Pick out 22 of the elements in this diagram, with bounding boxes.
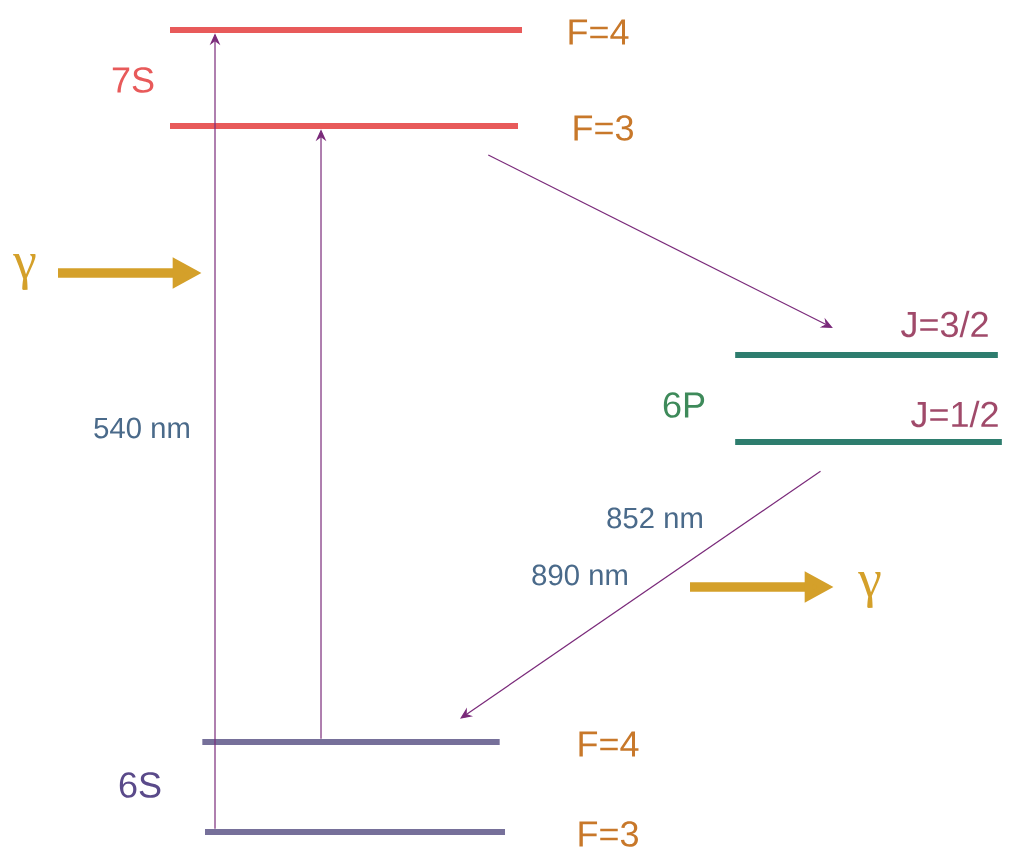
level-label: 6P bbox=[663, 392, 705, 418]
photon-symbol: γ bbox=[858, 572, 881, 608]
photon-symbol: γ bbox=[13, 254, 36, 290]
transition-arrow bbox=[487, 154, 833, 328]
level-label: 6S bbox=[119, 772, 161, 798]
node-label: F=4 bbox=[569, 19, 629, 45]
node-label: F=4 bbox=[579, 731, 639, 757]
node-label: F=3 bbox=[574, 115, 633, 141]
energy-level: J=1/2 bbox=[735, 400, 1002, 445]
wavelength-label: 890 nm bbox=[532, 564, 627, 586]
node-label: J=1/2 bbox=[911, 400, 998, 428]
level-label: 7S bbox=[112, 67, 154, 93]
energy-level: F=3 bbox=[170, 115, 633, 141]
energy-level: F=4 bbox=[170, 19, 629, 45]
energy-level: F=3 bbox=[205, 821, 638, 847]
transition-arrow bbox=[460, 470, 822, 719]
energy-level: F=4 bbox=[202, 731, 639, 757]
node-label: J=3/2 bbox=[901, 310, 988, 338]
energy-level: J=3/2 bbox=[735, 310, 998, 358]
wavelength-label: 852 nm bbox=[607, 507, 702, 529]
wavelength-label: 540 nm bbox=[94, 417, 189, 439]
node-label: F=3 bbox=[579, 821, 638, 847]
